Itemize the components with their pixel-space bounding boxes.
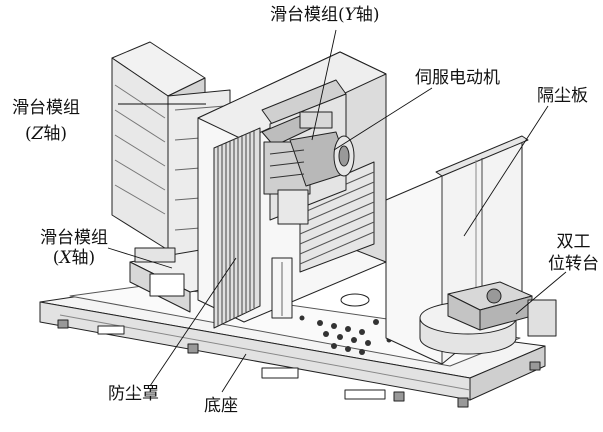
label-dual-station-line1: 双工	[556, 232, 591, 252]
label-base: 底座	[204, 396, 238, 416]
vertical-guide	[271, 257, 293, 319]
label-servo-motor: 伺服电动机	[415, 68, 500, 88]
label-slide-z-line1: 滑台模组	[12, 98, 80, 118]
label-slide-z-axis: Z	[31, 124, 44, 144]
leader-dust-plate	[463, 105, 549, 237]
leader-servo-motor	[333, 87, 433, 151]
label-slide-z-prefix: (	[24, 124, 32, 144]
label-dust-cover: 防尘罩	[108, 384, 159, 404]
leader-base	[221, 353, 247, 393]
label-slide-x-axis: X	[59, 248, 72, 268]
label-dust-plate: 隔尘板	[537, 86, 588, 106]
leader-slide-y	[311, 29, 337, 141]
label-slide-z-suffix: 轴)	[43, 124, 68, 144]
label-slide-x-suffix: 轴)	[71, 248, 96, 268]
label-slide-y: 滑台模组(Y轴)	[270, 5, 380, 25]
label-slide-x-line1: 滑台模组	[40, 228, 108, 248]
servo-motor	[261, 111, 355, 225]
label-slide-z-line2: (Z轴)	[12, 124, 80, 144]
label-slide-y-suffix: 轴)	[355, 5, 380, 25]
label-dual-station: 双工 位转台	[548, 232, 599, 274]
leader-dust-cover	[149, 257, 237, 387]
label-slide-x-prefix: (	[52, 248, 60, 268]
label-slide-x: 滑台模组 (X轴)	[40, 228, 108, 268]
label-dual-station-line2: 位转台	[548, 254, 599, 274]
dual-station-rotary-table	[419, 281, 557, 355]
label-slide-z: 滑台模组 (Z轴)	[12, 98, 80, 144]
label-slide-x-line2: (X轴)	[40, 248, 108, 268]
label-slide-y-prefix: 滑台模组(	[270, 5, 345, 25]
label-slide-y-axis: Y	[344, 5, 356, 25]
leader-dual-station	[515, 271, 567, 315]
leader-slide-x	[107, 247, 173, 269]
